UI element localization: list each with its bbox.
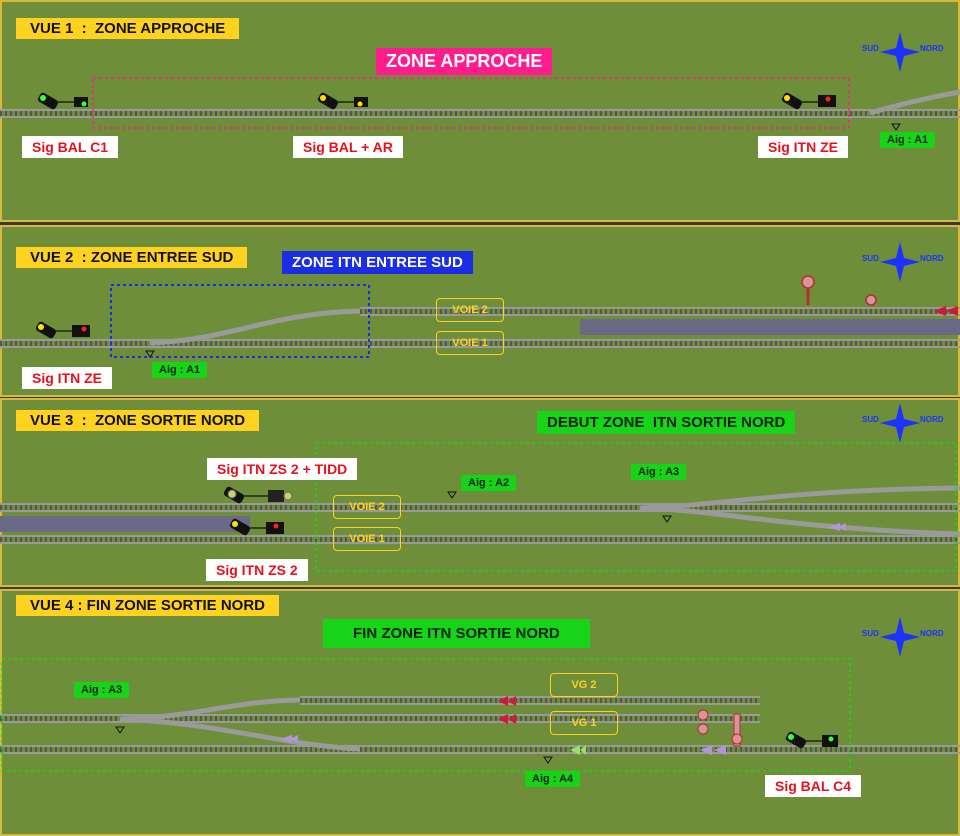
- compass-star-icon: [880, 32, 920, 72]
- track-branch: [869, 89, 960, 116]
- signal-itn-zs2-icon[interactable]: [229, 518, 284, 537]
- track-label-vg-2: VG 2: [550, 673, 618, 697]
- signal-itn-ze-icon[interactable]: [781, 92, 836, 111]
- zone-label: ZONE APPROCHE: [376, 48, 553, 75]
- signal-itn-ze-icon[interactable]: [35, 321, 90, 340]
- switch-a1-marker-icon: [145, 350, 155, 358]
- switch-a3-branch: [119, 697, 301, 722]
- track-voie-2: [0, 503, 960, 512]
- switch-a3-marker-icon: [662, 515, 672, 523]
- view-2-panel: VUE 2 : ZONE ENTREE SUD ZONE ITN ENTREE …: [0, 225, 960, 397]
- zone-label: DEBUT ZONE ITN SORTIE NORD: [537, 411, 796, 434]
- track-main: [0, 109, 960, 118]
- view-title: VUE 2 : ZONE ENTREE SUD: [16, 247, 248, 268]
- compass-north-label: NORD: [920, 415, 944, 424]
- view-3-panel: VUE 3 : ZONE SORTIE NORD DEBUT ZONE ITN …: [0, 398, 960, 587]
- stop-board-icon: [801, 275, 815, 305]
- switch-label-a3: Aig : A3: [631, 464, 687, 480]
- platform: [580, 319, 960, 335]
- switch-a2-marker-icon: [447, 491, 457, 499]
- compass-south-label: SUD: [862, 254, 879, 263]
- platform: [0, 516, 250, 532]
- buffer-vg1-icon: [498, 714, 516, 724]
- switch-a4-marker-icon: [543, 756, 553, 764]
- switch-a3-branch-lower: [119, 716, 361, 752]
- compass-north-label: NORD: [920, 254, 944, 263]
- track-voie-1: [0, 535, 960, 544]
- compass-south-label: SUD: [862, 44, 879, 53]
- track-vg-1: [0, 714, 760, 723]
- switch-a1-marker-icon: [891, 123, 901, 131]
- compass-south-label: SUD: [862, 629, 879, 638]
- track-label-vg-1: VG 1: [550, 711, 618, 735]
- track-vg-2: [300, 696, 760, 705]
- view-title: VUE 1 : ZONE APPROCHE: [16, 18, 240, 39]
- signal-itn-zs2-tidd-icon[interactable]: [223, 486, 293, 505]
- view-title: VUE 4 : FIN ZONE SORTIE NORD: [16, 595, 280, 616]
- view-4-track-layout: [0, 658, 960, 772]
- signal-label-bal-c4: Sig BAL C4: [765, 775, 861, 797]
- compass-north-label: NORD: [920, 629, 944, 638]
- signal-c1-icon[interactable]: [37, 92, 88, 111]
- signal-label-itn-ze: Sig ITN ZE: [22, 367, 112, 389]
- signal-group-icon: [697, 709, 743, 747]
- signal-label-itn-ze: Sig ITN ZE: [758, 136, 848, 158]
- compass-north-label: NORD: [920, 44, 944, 53]
- switch-a1-branch: [149, 308, 361, 346]
- buffer-icon: [828, 523, 846, 531]
- switch-a3-branch: [639, 485, 960, 511]
- track-label-voie-2: VOIE 2: [436, 298, 504, 322]
- track-label-voie-2: VOIE 2: [333, 495, 401, 519]
- switch-a3-marker-icon: [115, 726, 125, 734]
- view-title: VUE 3 : ZONE SORTIE NORD: [16, 410, 260, 431]
- marker-arrow-icon: [570, 745, 586, 755]
- switch-label-a1: Aig : A1: [880, 132, 936, 148]
- switch-label-a4: Aig : A4: [525, 771, 581, 787]
- view-1-panel: VUE 1 : ZONE APPROCHE ZONE APPROCHE Sig …: [0, 0, 960, 222]
- compass-star-icon: [880, 617, 920, 657]
- compass-star-icon: [880, 403, 920, 443]
- view-2-track-layout: [0, 275, 960, 358]
- signal-label-bal-ar: Sig BAL + AR: [293, 136, 403, 158]
- view-1-track-layout: [0, 77, 960, 131]
- zone-label: FIN ZONE ITN SORTIE NORD: [323, 619, 590, 648]
- signal-bal-c4-icon[interactable]: [785, 731, 838, 750]
- compass-star-icon: [880, 242, 920, 282]
- signal-label-itn-zs2-tidd: Sig ITN ZS 2 + TIDD: [207, 458, 358, 480]
- track-voie-2: [360, 307, 960, 316]
- zone-entree-outline: [110, 284, 370, 358]
- view-3-track-layout: [0, 442, 960, 572]
- compass: SUD NORD: [850, 242, 950, 282]
- marker-arrows-icon: [700, 745, 726, 755]
- zone-sortie-outline: [315, 442, 957, 572]
- compass: SUD NORD: [850, 617, 950, 657]
- signal-label-c1: Sig BAL C1: [22, 136, 118, 158]
- zone-label: ZONE ITN ENTREE SUD: [282, 251, 473, 274]
- buffer-icon: [280, 735, 298, 743]
- track-label-voie-1: VOIE 1: [333, 527, 401, 551]
- buffer-stop-icon: [934, 306, 958, 316]
- track-label-voie-1: VOIE 1: [436, 331, 504, 355]
- buffer-vg2-icon: [498, 696, 516, 706]
- signal-label-itn-zs2: Sig ITN ZS 2: [206, 559, 308, 581]
- switch-label-a1: Aig : A1: [152, 362, 208, 378]
- compass-south-label: SUD: [862, 415, 879, 424]
- track-main: [0, 745, 960, 754]
- signal-bal-ar-icon[interactable]: [317, 92, 368, 111]
- switch-label-a2: Aig : A2: [461, 475, 517, 491]
- compass: SUD NORD: [850, 32, 950, 72]
- switch-label-a3: Aig : A3: [74, 682, 130, 698]
- compass: SUD NORD: [850, 403, 950, 443]
- view-4-panel: VUE 4 : FIN ZONE SORTIE NORD FIN ZONE IT…: [0, 589, 960, 836]
- marker-disc-icon: [865, 294, 877, 306]
- zone-approche-outline: [92, 77, 850, 129]
- switch-a3-branch-lower: [639, 505, 960, 537]
